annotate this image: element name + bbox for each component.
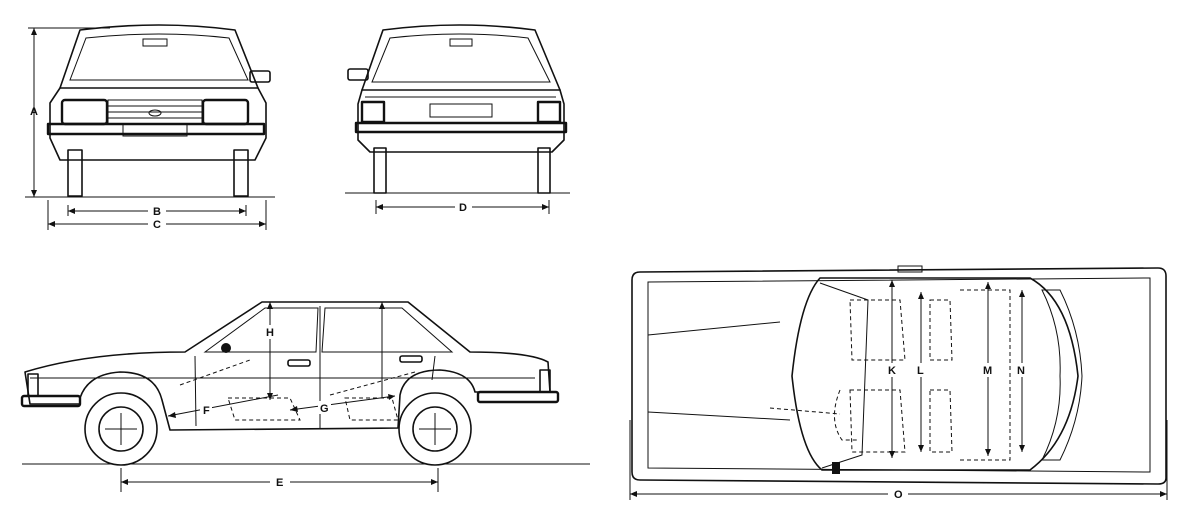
- dim-label-k: K: [888, 365, 896, 377]
- side-view: H F G E: [20, 301, 590, 492]
- dim-label-g: G: [320, 403, 329, 415]
- dim-label-o: O: [894, 489, 903, 501]
- dim-label-h: H: [266, 327, 274, 339]
- dim-label-d: D: [459, 202, 467, 214]
- dim-label-n: N: [1017, 365, 1025, 377]
- dim-label-m: M: [983, 365, 992, 377]
- front-view: A B C: [25, 24, 275, 231]
- rear-view: D: [345, 24, 570, 214]
- dim-label-f: F: [203, 405, 210, 417]
- dim-label-l: L: [917, 365, 924, 377]
- dim-label-b: B: [153, 206, 161, 218]
- dim-label-a: A: [30, 106, 38, 118]
- dim-label-e: E: [276, 477, 283, 489]
- top-view: K L M N O: [629, 265, 1168, 501]
- dim-label-c: C: [153, 219, 161, 231]
